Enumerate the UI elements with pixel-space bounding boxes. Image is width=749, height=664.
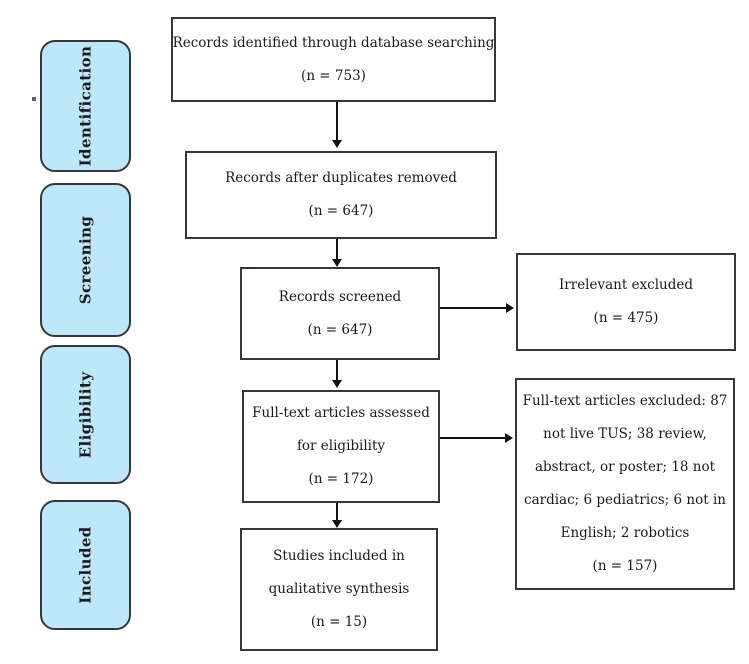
box-line: Records identified through database sear… <box>172 34 495 51</box>
box-count: (n = 647) <box>307 321 373 338</box>
flow-box-records-screened: Records screened (n = 647) <box>240 267 440 360</box>
arrow-down-icon <box>332 239 342 267</box>
arrow-right-icon <box>440 303 514 313</box>
box-line: cardiac; 6 pediatrics; 6 not in <box>524 492 726 508</box>
box-line: English; 2 robotics <box>560 525 690 541</box>
box-line: Records after duplicates removed <box>225 170 457 186</box>
flow-box-duplicates-removed: Records after duplicates removed (n = 64… <box>185 151 497 239</box>
flow-box-records-identified: Records identified through database sear… <box>171 17 496 102</box>
box-line: Full-text articles assessed <box>252 405 430 421</box>
box-count: (n = 753) <box>301 67 366 84</box>
stage-label: Eligibility <box>76 371 95 458</box>
stage-label: Included <box>76 526 95 604</box>
stage-label: Identification <box>76 45 95 167</box>
stage-screening: Screening <box>40 183 131 337</box>
box-count: (n = 475) <box>593 310 659 326</box>
flow-box-irrelevant-excluded: Irrelevant excluded (n = 475) <box>516 253 736 351</box>
flow-box-fulltext-assessed: Full-text articles assessed for eligibil… <box>242 390 440 503</box>
stage-identification: Identification <box>40 40 131 172</box>
box-count: (n = 157) <box>592 558 658 574</box>
arrow-down-icon <box>332 503 342 528</box>
stage-eligibility: Eligibility <box>40 345 131 484</box>
box-line: Full-text articles excluded: 87 <box>522 393 728 409</box>
box-line: abstract, or poster; 18 not <box>534 459 716 475</box>
arrow-right-icon <box>440 433 513 443</box>
box-line: Records screened <box>278 288 402 305</box>
box-line: qualitative synthesis <box>268 581 410 597</box>
flow-box-fulltext-excluded: Full-text articles excluded: 87 not live… <box>515 378 735 590</box>
stage-included: Included <box>40 500 131 630</box>
box-count: (n = 15) <box>310 614 368 630</box>
box-line: Studies included in <box>273 548 405 564</box>
arrow-down-icon <box>332 102 342 148</box>
box-line: for eligibility <box>296 438 386 454</box>
stray-mark <box>32 97 36 101</box>
stage-label: Screening <box>76 215 95 305</box>
box-line: not live TUS; 38 review, <box>543 426 707 442</box>
box-count: (n = 172) <box>308 471 374 487</box>
flow-box-studies-included: Studies included in qualitative synthesi… <box>240 528 438 651</box>
arrow-down-icon <box>332 360 342 388</box>
box-count: (n = 647) <box>308 203 374 219</box>
box-line: Irrelevant excluded <box>558 277 694 293</box>
